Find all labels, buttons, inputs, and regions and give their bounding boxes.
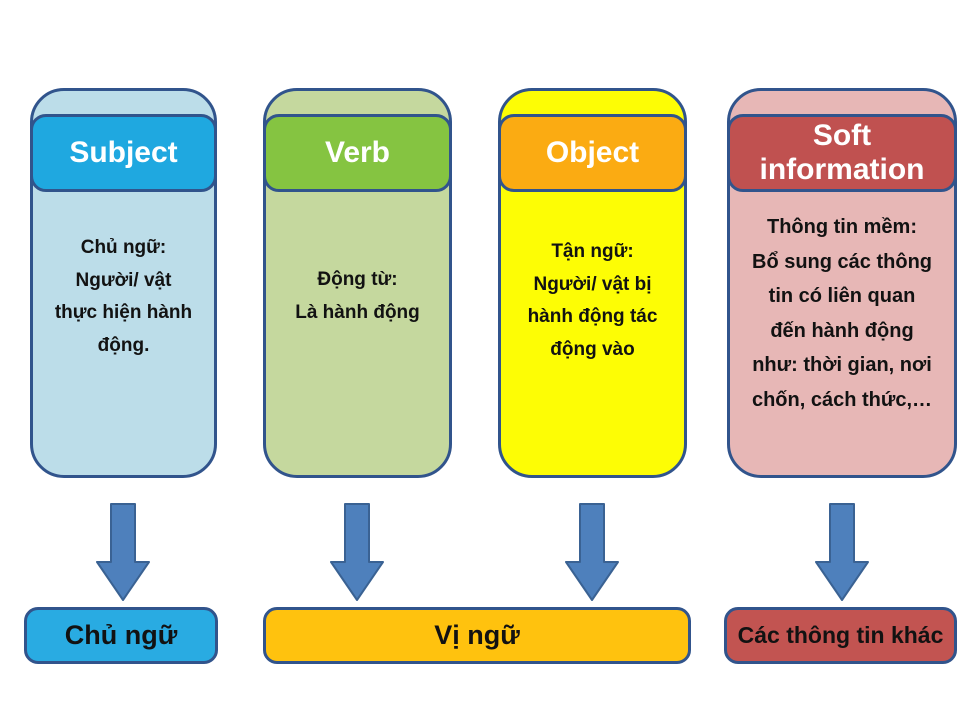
card-verb-description: Động từ: Là hành động — [295, 269, 420, 323]
card-verb: Verb Động từ: Là hành động — [263, 88, 452, 478]
card-object-body: Tận ngữ: Người/ vật bị hành động tác độn… — [501, 236, 684, 367]
card-object-header: Object — [498, 114, 687, 192]
card-soft-information-title: Soft information — [759, 119, 925, 186]
down-arrow-icon — [815, 503, 869, 601]
bottom-box-chu-ngu: Chủ ngữ — [24, 607, 218, 664]
card-soft-information-description: Thông tin mềm: Bổ sung các thông tin có … — [751, 216, 933, 411]
card-object-description: Tận ngữ: Người/ vật bị hành động tác độn… — [527, 241, 658, 361]
bottom-box-cac-thong-tin-khac: Các thông tin khác — [724, 607, 957, 664]
bottom-box-vi-ngu-label: Vị ngữ — [434, 620, 520, 650]
down-arrow-icon — [330, 503, 384, 601]
card-subject-header: Subject — [30, 114, 217, 192]
card-subject-description: Chủ ngữ: Người/ vật thực hiện hành động. — [54, 237, 193, 357]
card-subject-title: Subject — [69, 136, 178, 170]
card-object-title: Object — [545, 136, 640, 170]
card-verb-body: Động từ: Là hành động — [266, 264, 449, 329]
card-object: Object Tận ngữ: Người/ vật bị hành động … — [498, 88, 687, 478]
down-arrow-icon — [565, 503, 619, 601]
card-verb-title: Verb — [324, 136, 391, 170]
card-subject: Subject Chủ ngữ: Người/ vật thực hiện hà… — [30, 88, 217, 478]
card-soft-information-header: Soft information — [727, 114, 957, 192]
card-verb-header: Verb — [263, 114, 452, 192]
down-arrow-icon — [96, 503, 150, 601]
bottom-box-cac-thong-tin-khac-label: Các thông tin khác — [737, 622, 944, 648]
card-soft-information: Soft information Thông tin mềm: Bổ sung … — [727, 88, 957, 478]
card-subject-body: Chủ ngữ: Người/ vật thực hiện hành động. — [33, 232, 214, 363]
bottom-box-chu-ngu-label: Chủ ngữ — [64, 620, 178, 650]
card-soft-information-body: Thông tin mềm: Bổ sung các thông tin có … — [730, 210, 954, 418]
bottom-box-vi-ngu: Vị ngữ — [263, 607, 691, 664]
